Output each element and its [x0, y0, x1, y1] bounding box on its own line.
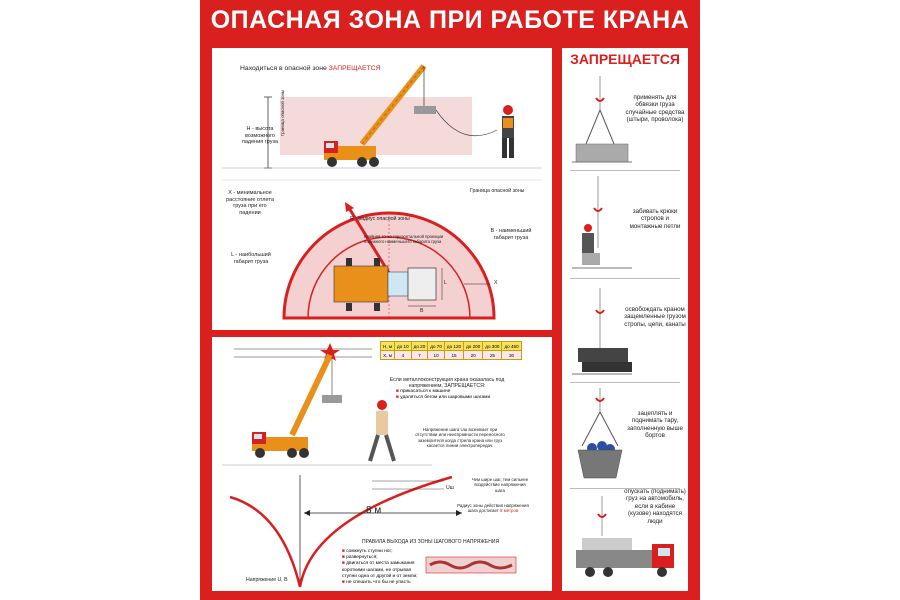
rules-heading: ПРАВИЛА ВЫХОДА ИЗ ЗОНЫ ШАГОВОГО НАПРЯЖЕН…	[362, 539, 500, 545]
exit-rules-list: сомкнуть ступни ног; развернуться; двига…	[342, 549, 426, 586]
dim-b: B	[420, 308, 424, 314]
divider	[570, 488, 680, 489]
spark-icon	[320, 343, 340, 361]
truck-loading-icon	[576, 496, 674, 577]
exit-rule: не спешить что бы не упасть	[342, 580, 426, 586]
exit-rule: развернуться;	[342, 555, 426, 561]
h-label: Н - высота возможного падения груза	[241, 126, 279, 146]
danger-zone-panel: Находиться в опасной зоне ЗАПРЕЩАЕТСЯ	[212, 48, 552, 330]
crane-truck-icon	[324, 64, 498, 167]
load-top-view	[407, 267, 437, 301]
crane-top-view	[333, 265, 389, 303]
projection-label: Крайняя точка горизонтальной проекции на…	[364, 234, 444, 244]
panel1-heading: Находиться в опасной зоне ЗАПРЕЩАЕТСЯ	[240, 65, 381, 72]
radius-value: 8 метров	[500, 508, 519, 514]
improvised-sling-icon	[572, 76, 632, 163]
exit-rule: сомкнуть ступни ног;	[342, 549, 426, 555]
divider	[570, 278, 680, 279]
dim-l: L	[444, 280, 447, 286]
pinched-sling-icon	[572, 288, 632, 375]
forbidden-item-4: зацеплять и поднимать тару, заполненную …	[627, 410, 683, 440]
boundary-label: Граница опасной зоны	[470, 188, 525, 194]
poster-title: ОПАСНАЯ ЗОНА ПРИ РАБОТЕ КРАНА	[210, 6, 690, 34]
voltage-curve-left	[229, 495, 302, 588]
forbidden-item-3: освобождать краном защемленные грузом ст…	[624, 306, 686, 328]
l-label: L - наибольший габарит груза	[231, 252, 271, 265]
overfilled-container-icon	[577, 388, 623, 479]
hammering-hook-icon	[572, 176, 632, 269]
voltage-heading: Если металлоконструкция крана оказалась …	[389, 377, 505, 390]
forbidden-item-1: применять для обвязки груза случайные ср…	[625, 94, 685, 124]
distance-label: 8 м	[366, 505, 382, 516]
divider	[570, 170, 680, 171]
forbidden-item-2: забивать крюки стропов и монтажные петли	[629, 208, 681, 230]
dim-x: X	[494, 280, 498, 286]
x-label: Х - минимальное расстояние отлета груза …	[226, 190, 274, 216]
stepping-worker-icon	[368, 400, 396, 462]
sidebar-heading: ЗАПРЕЩАЕТСЯ	[570, 51, 680, 67]
crane-truck-icon-2	[252, 353, 342, 458]
step-voltage-text: Напряжение шага Uш возникает при отсутст…	[415, 427, 505, 449]
divider	[570, 382, 680, 383]
forbidden-word: ЗАПРЕЩАЕТСЯ	[328, 65, 381, 72]
step-voltage-diagram	[222, 343, 517, 588]
forbidden-item-5: опускать (поднимать) груз на автомобиль,…	[624, 488, 686, 525]
vertical-boundary-label: Граница опасной зоны	[280, 89, 285, 136]
b-label: В - наименьший габарит груза	[490, 228, 532, 241]
forbidden-sidebar: ЗАПРЕЩАЕТСЯ	[562, 48, 688, 591]
radius-text: Радиус зоны действия напряжения шага дос…	[457, 503, 529, 514]
sidebar-illustrations	[572, 76, 674, 577]
wider-step-text: Чем шире шаг, тем сильнее воздействие на…	[471, 477, 529, 493]
r-label: R - радиус опасной зоны	[350, 216, 410, 222]
height-distance-table: Н, м до 10 до 20 до 70 до 120 до 200 до …	[379, 341, 522, 360]
voltage-curve-right	[298, 475, 453, 588]
step-voltage-panel: Н, м до 10 до 20 до 70 до 120 до 200 до …	[212, 337, 552, 591]
worker-icon	[502, 105, 514, 158]
voltage-axis-label: Напряжение U, В	[246, 577, 288, 583]
safety-poster: ОПАСНАЯ ЗОНА ПРИ РАБОТЕ КРАНА Находиться…	[200, 0, 700, 600]
crane-zone-diagram	[222, 64, 542, 320]
exit-rule: двигаться от места замыкания короткими ш…	[342, 561, 426, 580]
voltage-items: прикасаться к машине удаляться бегом или…	[396, 389, 490, 401]
radius-arrow	[347, 207, 391, 274]
voltage-item: удаляться бегом или шаровыми шагами	[396, 395, 490, 401]
voltage-item: прикасаться к машине	[396, 389, 490, 395]
ush-label: Uш	[446, 485, 454, 491]
